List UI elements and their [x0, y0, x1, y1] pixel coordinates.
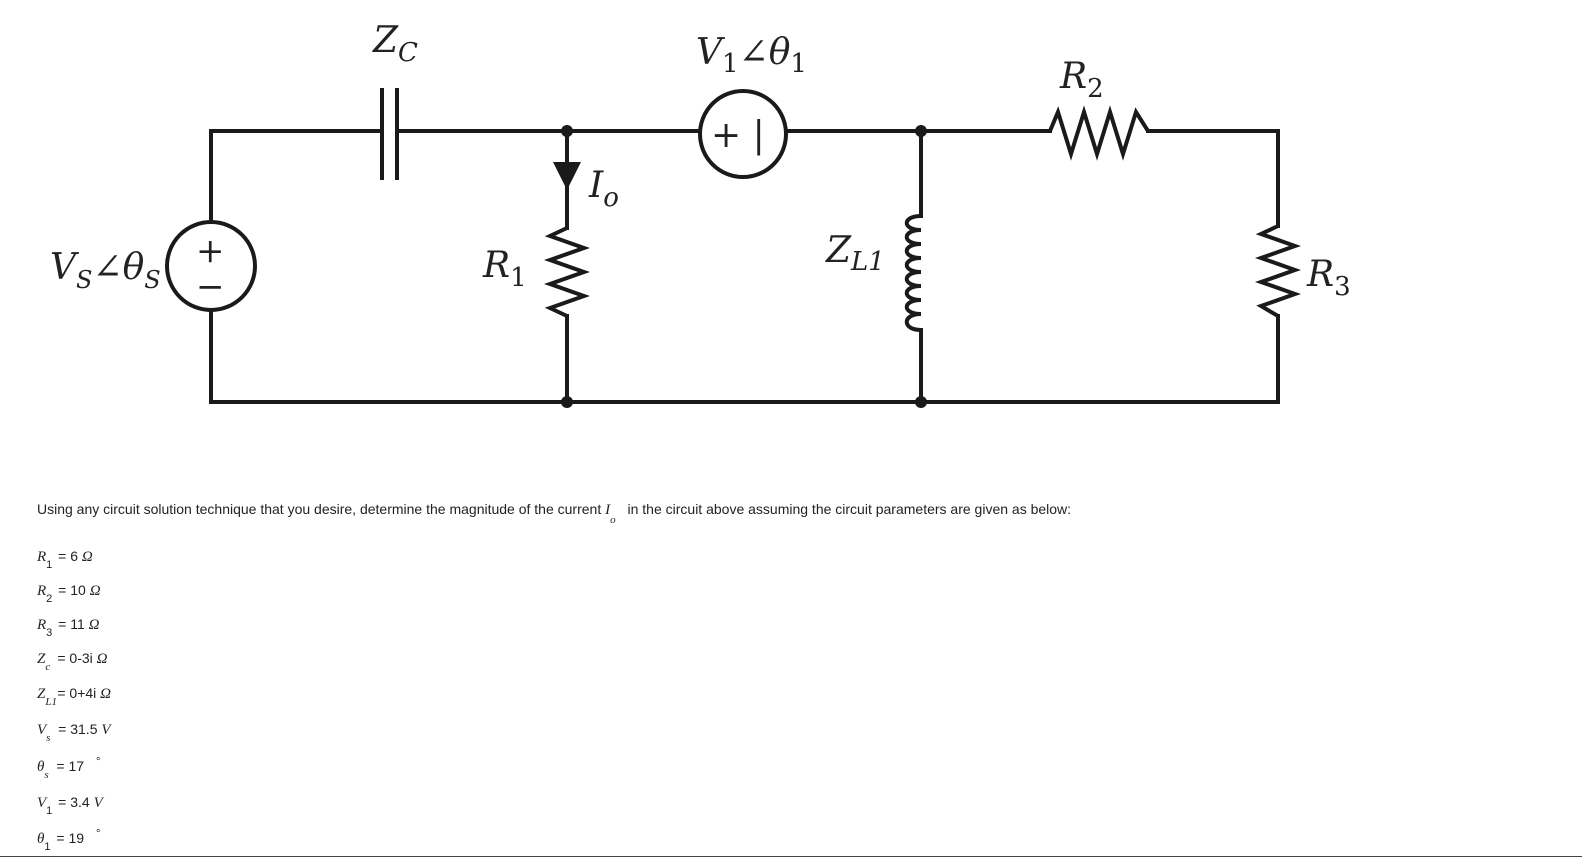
param-symbol: R [37, 549, 47, 565]
vs-minus-symbol: − [196, 267, 225, 307]
param-value: = 17 [56, 758, 85, 774]
label-r3: R3 [1306, 254, 1351, 302]
junction-dot-top-r1 [561, 125, 573, 137]
resistor-r2 [1048, 105, 1150, 161]
label-r1: R1 [482, 245, 527, 293]
param-theta-1: θ1 = 19 ° [37, 828, 111, 853]
param-theta-s: θs = 17 ° [37, 756, 111, 781]
voltage-source-vs: + − [165, 220, 257, 312]
param-unit: Ω [100, 686, 112, 702]
param-value: = 31.5 [58, 721, 102, 737]
param-symbol: V [37, 795, 47, 811]
param-value: = 10 [58, 582, 90, 598]
param-r3: R3 = 11 Ω [37, 616, 111, 639]
inductor-zl1 [904, 214, 922, 332]
v1-polarity-symbols: + | [711, 115, 765, 156]
param-r1: R1 = 6 Ω [37, 548, 111, 571]
label-io: Io [588, 165, 619, 213]
param-symbol: θ [37, 759, 45, 775]
param-subscript: 1 [46, 805, 53, 817]
question-symbol-sub: o [610, 514, 616, 526]
capacitor-zc [380, 88, 399, 180]
param-subscript: 1 [44, 841, 51, 853]
question-after: in the circuit above assuming the circui… [623, 501, 1072, 517]
junction-dot-bottom-r1 [561, 396, 573, 408]
param-unit: Ω [81, 549, 93, 565]
param-value: = 19 [56, 830, 85, 846]
label-zl1: ZL1 [825, 230, 885, 277]
param-subscript: s [46, 732, 51, 744]
param-unit: Ω [88, 617, 100, 633]
param-unit: Ω [96, 651, 108, 667]
param-subscript: 2 [46, 593, 53, 605]
param-value: = 6 [58, 548, 82, 564]
param-value: = 0+4i [57, 685, 101, 701]
param-unit: ° [96, 828, 101, 840]
circuit-diagram: + | + − ZC V1∠θ1 R2 Io VS∠θS R1 ZL1 [50, 20, 1351, 408]
param-value: = 3.4 [58, 794, 94, 810]
bottom-divider [0, 856, 1582, 857]
label-r2: R2 [1059, 56, 1104, 104]
question-text: Using any circuit solution technique tha… [37, 501, 1072, 526]
param-zl1: ZL1= 0+4i Ω [37, 685, 112, 708]
junction-dot-top-zl1 [915, 125, 927, 137]
param-v1: V1= 3.4 V [37, 794, 111, 817]
param-symbol: V [37, 722, 47, 738]
param-unit: V [101, 722, 111, 738]
param-symbol: R [37, 617, 47, 633]
param-subscript: 1 [46, 559, 53, 571]
param-r2: R2 = 10 Ω [37, 582, 111, 605]
param-value: = 11 [58, 616, 89, 632]
question-symbol: I [605, 502, 611, 518]
param-subscript: c [45, 661, 51, 673]
param-value: = 0-3i [57, 650, 97, 666]
resistor-r3 [1254, 224, 1302, 318]
param-subscript: 3 [46, 627, 53, 639]
junction-dot-bottom-zl1 [915, 396, 927, 408]
param-symbol: θ [37, 831, 45, 847]
param-unit: ° [96, 756, 101, 768]
param-zc: Zc = 0-3i Ω [37, 650, 111, 673]
param-symbol: Z [37, 651, 46, 667]
param-unit: Ω [89, 583, 101, 599]
vs-plus-symbol: + [196, 231, 225, 271]
question-before: Using any circuit solution technique tha… [37, 501, 606, 517]
param-unit: V [93, 795, 103, 811]
parameter-list: R1= 6 Ω R2= 10 Ω R3= 11 Ω Zc= 0-3i Ω ZL1… [37, 548, 112, 853]
label-zc: ZC [372, 20, 418, 68]
param-vs: Vs = 31.5 V [37, 721, 111, 744]
label-vs: VS∠θS [50, 247, 161, 294]
label-v1: V1∠θ1 [696, 32, 807, 79]
param-subscript: L1 [45, 696, 57, 708]
current-arrow-io [553, 162, 581, 190]
param-symbol: R [37, 583, 47, 599]
voltage-source-v1: + | [698, 89, 788, 179]
param-subscript: s [44, 769, 49, 781]
param-symbol: Z [37, 686, 46, 702]
resistor-r1 [543, 226, 591, 318]
